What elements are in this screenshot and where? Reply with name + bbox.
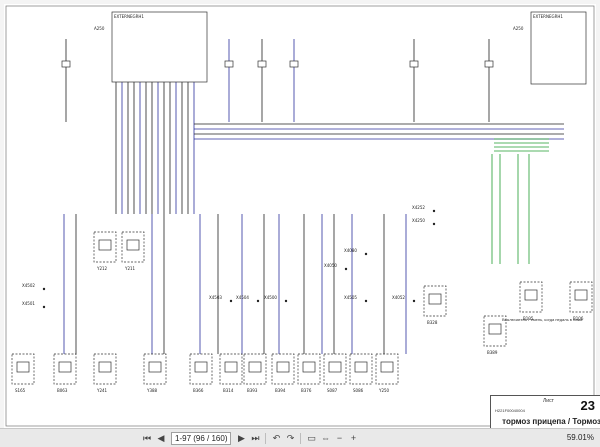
fuse-block bbox=[409, 60, 419, 68]
component-tag: B366 bbox=[193, 388, 204, 393]
connector-dot bbox=[42, 305, 46, 309]
component-symbol bbox=[194, 361, 208, 373]
component-tag: S087 bbox=[327, 388, 338, 393]
component-tag: Y250 bbox=[378, 388, 390, 393]
component-tag: B063 bbox=[57, 388, 68, 393]
component-tag: B394 bbox=[275, 388, 286, 393]
component-tag: S086 bbox=[353, 388, 364, 393]
component-symbol bbox=[574, 289, 588, 301]
fuse-block bbox=[289, 60, 299, 68]
module-tag: A250 bbox=[94, 26, 105, 31]
component-tag: S165 bbox=[15, 388, 26, 393]
sheet-label: Лист bbox=[543, 398, 554, 404]
module-header: EXTERNEGRH1 bbox=[533, 14, 563, 19]
last-page-icon[interactable]: ⏭ bbox=[251, 432, 260, 443]
component-tag: Y388 bbox=[146, 388, 158, 393]
module-tag: A250 bbox=[513, 26, 524, 31]
connector-dot bbox=[42, 287, 46, 291]
component-tag: B376 bbox=[301, 388, 312, 393]
page-number-field[interactable]: 1-97 (96 / 160) bbox=[171, 431, 232, 445]
forward-icon[interactable]: ↷ bbox=[286, 432, 295, 443]
connector-tag: X4504 bbox=[236, 295, 249, 300]
component-symbol bbox=[302, 361, 316, 373]
connector-dot bbox=[432, 209, 436, 213]
component-tag: Y211 bbox=[124, 266, 136, 271]
connector-dot bbox=[229, 299, 233, 303]
component-tag: B314 bbox=[223, 388, 234, 393]
component-symbol bbox=[126, 239, 140, 251]
connector-tag: X4501 bbox=[22, 301, 35, 306]
connector-dot bbox=[256, 299, 260, 303]
next-page-icon[interactable]: ▶ bbox=[238, 432, 245, 443]
zoom-level[interactable]: 59.01% bbox=[566, 433, 594, 442]
connector-tag: X4502 bbox=[22, 283, 35, 288]
connector-tag: X4080 bbox=[344, 248, 357, 253]
module-header: EXTERNEGRH1 bbox=[114, 14, 144, 19]
title-block: Лист 23 H221F00040004 тормоз прицепа / Т… bbox=[490, 395, 600, 430]
zoom-out-icon[interactable]: − bbox=[336, 433, 343, 443]
component-tag: B393 bbox=[247, 388, 258, 393]
component-symbol bbox=[524, 289, 538, 301]
component-symbol bbox=[248, 361, 262, 373]
first-page-icon[interactable]: ⏮ bbox=[142, 432, 152, 443]
component-symbol bbox=[16, 361, 30, 373]
component-symbol bbox=[328, 361, 342, 373]
document-number: H221F00040004 bbox=[495, 408, 525, 413]
toolbar-separator bbox=[265, 432, 267, 444]
component-tag: B389 bbox=[487, 350, 498, 355]
zoom-in-icon[interactable]: + bbox=[350, 433, 357, 443]
switch-note: Выключатель Ремень, когда педаль в нажа bbox=[502, 317, 583, 322]
back-icon[interactable]: ↶ bbox=[272, 432, 281, 443]
connector-tag: X4252 bbox=[412, 205, 425, 210]
connector-tag: X4052 bbox=[392, 295, 405, 300]
control-module-block bbox=[530, 11, 587, 85]
fuse-block bbox=[61, 60, 71, 68]
component-symbol bbox=[224, 361, 238, 373]
component-symbol bbox=[354, 361, 368, 373]
component-symbol bbox=[428, 293, 442, 305]
fuse-block bbox=[257, 60, 267, 68]
fit-width-icon[interactable]: ⇔ bbox=[320, 433, 330, 443]
viewer-toolbar: ⏮ ◀ 1-97 (96 / 160) ▶ ⏭ ↶ ↷ ▭ ⇔ − + 59.0… bbox=[0, 428, 600, 447]
connector-dot bbox=[344, 267, 348, 271]
fit-page-icon[interactable]: ▭ bbox=[307, 432, 316, 443]
connector-tag: X4500 bbox=[264, 295, 277, 300]
component-symbol bbox=[98, 361, 112, 373]
connector-tag: X4250 bbox=[412, 218, 425, 223]
connector-tag: X4505 bbox=[344, 295, 357, 300]
component-tag: B106 bbox=[573, 316, 584, 321]
component-symbol bbox=[98, 239, 112, 251]
component-tag: B105 bbox=[523, 316, 534, 321]
connector-dot bbox=[364, 299, 368, 303]
connector-dot bbox=[364, 252, 368, 256]
connector-tag: X4050 bbox=[324, 263, 337, 268]
component-tag: Y212 bbox=[96, 266, 108, 271]
sheet-number: 23 bbox=[580, 398, 595, 413]
connector-tag: X4503 bbox=[209, 295, 222, 300]
component-symbol bbox=[276, 361, 290, 373]
connector-dot bbox=[432, 222, 436, 226]
control-module-block bbox=[111, 11, 208, 83]
connector-dot bbox=[284, 299, 288, 303]
component-symbol bbox=[58, 361, 72, 373]
drawing-title: тормоз прицепа / Тормоз bbox=[502, 417, 600, 426]
fuse-block bbox=[484, 60, 494, 68]
connector-dot bbox=[412, 299, 416, 303]
component-symbol bbox=[488, 323, 502, 335]
component-tag: B328 bbox=[427, 320, 438, 325]
toolbar-separator bbox=[300, 432, 302, 444]
prev-page-icon[interactable]: ◀ bbox=[157, 432, 165, 443]
component-symbol bbox=[380, 361, 394, 373]
component-symbol bbox=[148, 361, 162, 373]
fuse-block bbox=[224, 60, 234, 68]
component-tag: Y241 bbox=[96, 388, 108, 393]
